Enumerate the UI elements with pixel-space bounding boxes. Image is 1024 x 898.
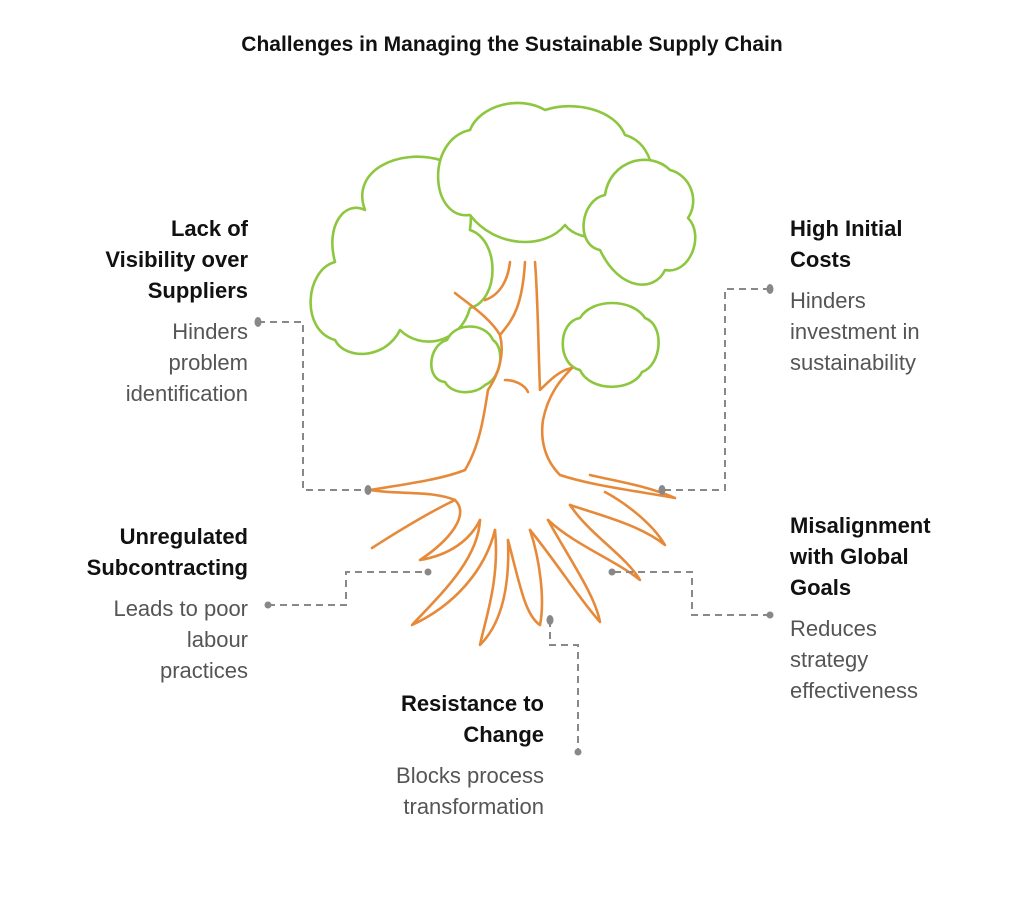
endpoint-misalignment-tree	[608, 568, 616, 576]
challenge-visibility-heading: Lack of Visibility over Suppliers	[105, 216, 248, 303]
challenge-subcontracting-heading: Unregulated Subcontracting	[86, 524, 248, 580]
challenge-misalignment-heading: Misalignment with Global Goals	[790, 513, 931, 600]
tree-canopy	[309, 101, 697, 394]
root-right-1	[528, 518, 602, 624]
trunk-inner-branch	[498, 260, 527, 337]
root-right-2	[546, 503, 642, 582]
connector-lines	[258, 288, 770, 752]
root-left-2	[410, 518, 497, 627]
endpoint-costs-label	[766, 284, 774, 294]
tree-roots	[368, 468, 677, 647]
endpoint-resistance-label	[574, 748, 582, 756]
root-center	[506, 528, 544, 627]
endpoint-misalignment-label	[766, 611, 774, 619]
connector-misalignment	[612, 571, 770, 616]
endpoint-resistance-tree	[546, 615, 554, 625]
endpoint-visibility-label	[254, 317, 262, 327]
trunk-left-edge	[453, 291, 503, 472]
challenge-subcontracting: Unregulated Subcontracting Leads to poor…	[87, 521, 248, 686]
challenge-misalignment: Misalignment with Global Goals Reduces s…	[790, 510, 931, 706]
challenge-subcontracting-description: Leads to poor labour practices	[113, 596, 248, 683]
tree-trunk	[453, 260, 574, 477]
root-left-3	[478, 528, 510, 647]
endpoint-subcontracting-label	[264, 601, 272, 609]
root-left-1	[418, 498, 482, 562]
trunk-right-edge	[533, 260, 574, 477]
trunk-upper-branch	[483, 260, 512, 302]
challenge-costs-heading: High Initial Costs	[790, 216, 903, 272]
endpoint-visibility-tree	[364, 485, 372, 495]
trunk-mid-branch	[503, 378, 530, 394]
challenge-resistance-heading: Resistance to Change	[400, 691, 544, 747]
connector-subcontracting	[268, 571, 428, 606]
connector-resistance	[549, 620, 579, 752]
root-right-3	[568, 490, 667, 547]
connector-endpoints	[254, 284, 774, 756]
endpoint-subcontracting-tree	[424, 568, 432, 576]
canopy-right-cluster	[582, 158, 697, 286]
challenge-misalignment-description: Reduces strategy effectiveness	[790, 616, 919, 703]
challenge-resistance: Resistance to Change Blocks process tran…	[396, 688, 544, 822]
challenge-costs: High Initial Costs Hinders investment in…	[790, 213, 920, 378]
challenge-visibility: Lack of Visibility over Suppliers Hinder…	[105, 213, 248, 409]
canopy-small-left-cluster	[430, 325, 502, 394]
root-far-left	[368, 468, 467, 550]
challenge-visibility-description: Hinders problem identification	[125, 319, 248, 406]
root-far-right	[558, 473, 677, 500]
diagram-title: Challenges in Managing the Sustainable S…	[241, 33, 783, 56]
endpoint-costs-tree	[658, 485, 666, 495]
challenge-costs-description: Hinders investment in sustainability	[790, 288, 920, 375]
connector-costs	[662, 288, 770, 491]
connector-visibility	[258, 321, 368, 491]
canopy-small-right-cluster	[561, 301, 660, 389]
challenge-resistance-description: Blocks process transformation	[396, 763, 544, 819]
